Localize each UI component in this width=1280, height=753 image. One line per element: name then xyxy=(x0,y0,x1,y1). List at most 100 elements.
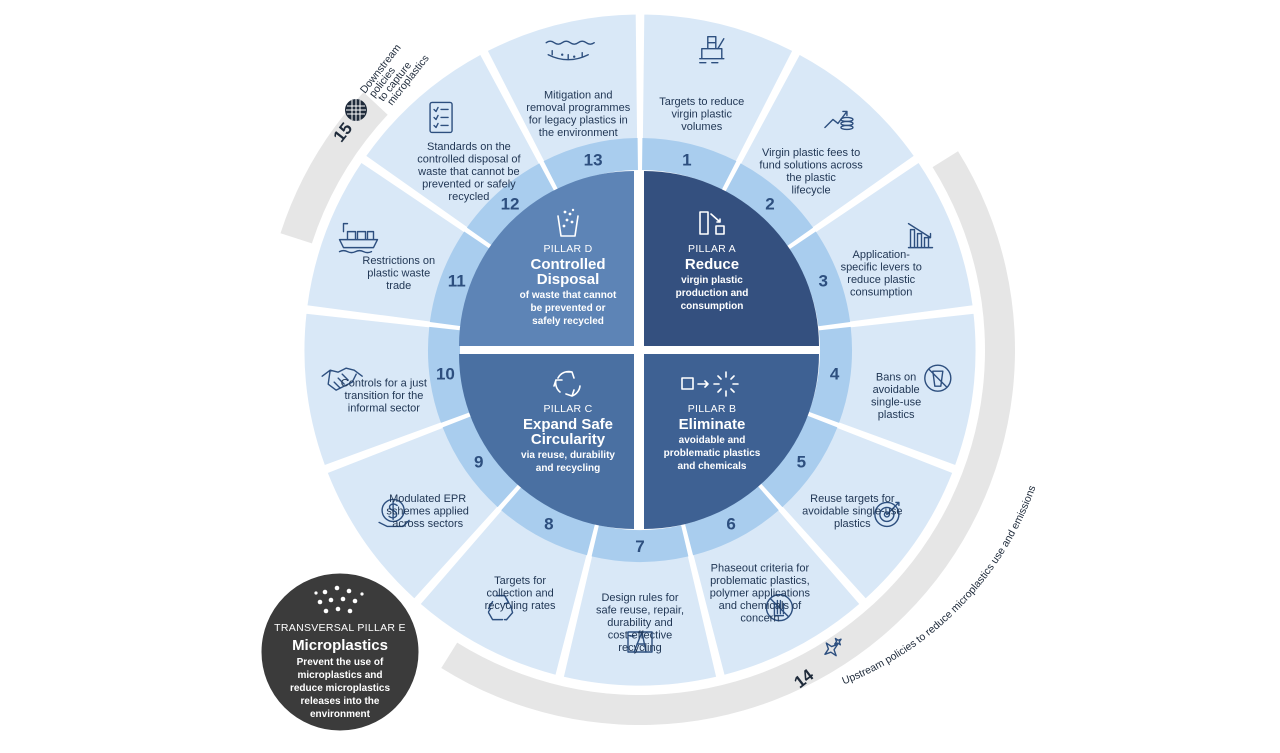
segment-text-line: and chemicals of xyxy=(719,600,802,612)
pillar-title: Circularity xyxy=(531,431,606,448)
pillar-title: Disposal xyxy=(537,271,600,288)
reduce-icon xyxy=(699,211,725,235)
stop-hand-icon xyxy=(765,593,794,622)
segment-text-line: informal sector xyxy=(348,403,420,415)
segment-text-line: Reuse targets for xyxy=(810,493,895,505)
ocean-cleanup-icon xyxy=(545,40,595,61)
pillar-e-subtitle: reduce microplastics xyxy=(290,683,390,694)
segment-text-line: avoidable single-use xyxy=(802,506,902,518)
pillar-subtitle: via reuse, durability xyxy=(521,450,615,461)
segment-text-line: Modulated EPR xyxy=(389,493,466,505)
segment-number: 8 xyxy=(544,515,553,534)
segment-text-line: recycling rates xyxy=(485,600,556,612)
pillar-e-subtitle: Prevent the use of xyxy=(297,657,384,668)
segment-text-line: the plastic xyxy=(786,172,836,184)
segment-text-line: polymer applications xyxy=(710,587,811,599)
design-tools-icon xyxy=(627,631,653,653)
segment-number: 7 xyxy=(635,537,644,556)
pillar-subtitle: problematic plastics xyxy=(664,448,761,459)
segment-number: 2 xyxy=(765,194,774,213)
segment-text-line: specific levers to xyxy=(841,261,922,273)
segment-text-line: Design rules for xyxy=(601,592,678,604)
filter-mesh-icon xyxy=(345,99,367,121)
pillar-subtitle: avoidable and xyxy=(679,435,746,446)
segment-text-line: Virgin plastic fees to xyxy=(762,147,860,159)
segment-text-line: durability and xyxy=(607,617,672,629)
segment-text-line: Targets to reduce xyxy=(659,96,744,108)
segment-number: 12 xyxy=(501,194,520,213)
pillar-e-title: Microplastics xyxy=(292,637,388,654)
segment-text-line: Phaseout criteria for xyxy=(711,562,810,574)
pillar-e-subtitle: environment xyxy=(310,709,371,720)
segment-text-line: plastics xyxy=(834,518,871,530)
segment-text-line: problematic plastics, xyxy=(710,575,810,587)
bar-chart-down-icon xyxy=(907,222,934,249)
downstream-arc-band xyxy=(280,92,388,244)
segment-text-line: Controls for a just xyxy=(341,378,427,390)
segment-text-line: for legacy plastics in xyxy=(529,115,628,127)
pillar-title: Controlled xyxy=(531,256,606,273)
segment-text-line: lifecycle xyxy=(792,185,831,197)
segment-text-line: schemes applied xyxy=(386,506,469,518)
pillar-subtitle: be prevented or xyxy=(530,303,605,314)
segment-number: 4 xyxy=(830,365,840,384)
segment-text-line: concern xyxy=(740,612,779,624)
segment-text-line: the environment xyxy=(539,127,618,139)
dollar-coin-icon xyxy=(378,498,410,528)
handshake-icon xyxy=(321,367,363,391)
pillar-subtitle: of waste that cannot xyxy=(520,290,617,301)
pillar-label: PILLAR D xyxy=(543,243,592,255)
segment-text-line: reduce plastic xyxy=(847,274,915,286)
segment-text-line: removal programmes xyxy=(526,102,630,114)
segment-number: 9 xyxy=(474,452,483,471)
segment-text-line: Restrictions on xyxy=(362,255,435,267)
pillar-subtitle: consumption xyxy=(681,301,744,312)
pillar-title: Expand Safe xyxy=(523,416,613,433)
eliminate-icon xyxy=(681,371,739,397)
oil-rig-icon xyxy=(699,36,725,64)
pillar-subtitle: virgin plastic xyxy=(681,275,743,286)
segment-text-line: collection and xyxy=(486,587,553,599)
segment-number: 5 xyxy=(797,452,806,471)
segment-text-line: safe reuse, repair, xyxy=(596,605,684,617)
segment-text-line: plastics xyxy=(878,409,915,421)
pillar-label: PILLAR B xyxy=(688,403,737,415)
circular-arrows-icon xyxy=(553,370,581,397)
checklist-icon xyxy=(429,101,453,134)
sparkles-icon xyxy=(824,637,842,657)
pillar-subtitle: production and xyxy=(676,288,749,299)
segment-number: 1 xyxy=(682,151,691,170)
segment-text-line: cost-effective xyxy=(608,630,673,642)
segment-text-line: trade xyxy=(386,280,411,292)
segment-text-line: fund solutions across xyxy=(759,160,863,172)
segment-number: 11 xyxy=(448,271,466,290)
segment-number: 13 xyxy=(584,151,603,170)
segment-text-line: avoidable xyxy=(873,384,920,396)
segment-text-line: across sectors xyxy=(392,518,463,530)
segment-text-line: plastic waste xyxy=(367,268,430,280)
pillar-e-subtitle: releases into the xyxy=(301,696,380,707)
pillar-title: Reduce xyxy=(685,256,739,273)
pillar-e-circle: TRANSVERSAL PILLAR E Microplastics Preve… xyxy=(258,570,422,734)
segment-text-line: controlled disposal of xyxy=(417,153,521,165)
segment-text-line: prevented or safely xyxy=(422,178,516,190)
particles-icon xyxy=(314,585,364,614)
segment-number: 10 xyxy=(436,365,455,384)
segment-text-line: Application- xyxy=(852,249,910,261)
upstream-arc-band xyxy=(441,151,1016,726)
no-cup-icon xyxy=(924,364,952,392)
pillar-e-label: TRANSVERSAL PILLAR E xyxy=(274,622,406,634)
pillar-title: Eliminate xyxy=(679,416,746,433)
